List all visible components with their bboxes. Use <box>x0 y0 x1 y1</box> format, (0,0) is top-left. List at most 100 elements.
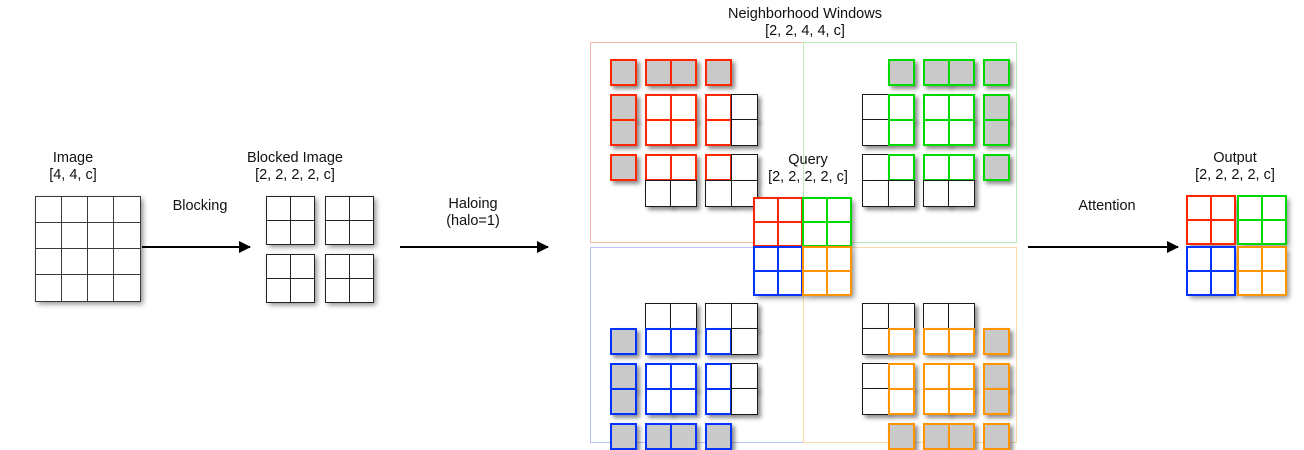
output-cell <box>1185 218 1213 246</box>
output-cell <box>1236 269 1264 297</box>
output-cell <box>1209 245 1237 273</box>
neighbor-cell <box>862 94 889 121</box>
query-cell <box>752 220 780 248</box>
query-cell <box>776 269 804 297</box>
image-cell <box>87 221 115 249</box>
window-cell <box>923 328 950 355</box>
image-cell <box>60 195 88 223</box>
block-cell <box>265 277 291 303</box>
blocked-image-label: Blocked Image [2, 2, 2, 2, c] <box>205 150 385 184</box>
blocked-image-title: Blocked Image <box>247 150 343 166</box>
window-cell <box>645 328 672 355</box>
block-cell <box>324 253 350 279</box>
output-block-green <box>1236 194 1288 246</box>
window-cell <box>948 119 975 146</box>
window-cell <box>670 388 697 415</box>
neighbor-cell <box>731 303 758 330</box>
query-cell <box>801 245 829 273</box>
neighbor-cell <box>948 180 975 207</box>
output-label: Output [2, 2, 2, 2, c] <box>1175 150 1295 184</box>
neighbor-cell <box>670 180 697 207</box>
neighbor-cell <box>888 180 915 207</box>
blocking-label-text: Blocking <box>172 198 228 214</box>
halo-cell <box>705 423 732 450</box>
output-cell <box>1185 269 1213 297</box>
output-cell <box>1209 218 1237 246</box>
image-title: Image <box>52 150 94 166</box>
halo-cell <box>983 423 1010 450</box>
halo-cell <box>983 59 1010 86</box>
output-cell <box>1260 245 1288 273</box>
image-label: Image [4, 4, c] <box>8 150 138 184</box>
neighbor-cell <box>645 180 672 207</box>
window-cell <box>670 94 697 121</box>
query-cell <box>776 220 804 248</box>
output-cell <box>1236 245 1264 273</box>
query-block-blue <box>752 245 804 297</box>
neighbor-cell <box>705 303 732 330</box>
output-cell <box>1209 194 1237 222</box>
window-cell <box>645 119 672 146</box>
attention-arrow <box>1028 241 1179 253</box>
window-cell <box>670 363 697 390</box>
neighbor-cell <box>670 303 697 330</box>
image-cell <box>34 274 62 302</box>
window-cell <box>923 388 950 415</box>
block-cell <box>324 277 350 303</box>
halo-cell <box>610 154 637 181</box>
neighbor-cell <box>862 303 889 330</box>
image-cell <box>34 195 62 223</box>
block-cell <box>348 277 374 303</box>
window-cell <box>705 328 732 355</box>
halo-cell <box>923 423 950 450</box>
query-cell <box>752 269 780 297</box>
window-cell <box>948 363 975 390</box>
output-cell <box>1236 218 1264 246</box>
neighbor-cell <box>888 303 915 330</box>
query-cell <box>825 269 853 297</box>
halo-cell <box>983 119 1010 146</box>
output-block-red <box>1185 194 1237 246</box>
window-cell <box>645 363 672 390</box>
block-cell <box>289 253 315 279</box>
neighbor-cell <box>731 154 758 181</box>
halo-cell <box>948 423 975 450</box>
image-cell <box>34 248 62 276</box>
neighbor-cell <box>731 388 758 415</box>
image-cell <box>87 248 115 276</box>
window-cell <box>923 119 950 146</box>
neighbor-cell <box>923 180 950 207</box>
query-title: Query <box>788 152 828 168</box>
halo-cell <box>645 423 672 450</box>
block-cell <box>265 253 291 279</box>
window-cell <box>670 154 697 181</box>
window-cell <box>948 94 975 121</box>
window-cell <box>923 94 950 121</box>
query-cell <box>776 196 804 224</box>
image-cell <box>113 248 141 276</box>
query-block-orange <box>801 245 853 297</box>
neighbor-cell <box>731 363 758 390</box>
block-cell <box>348 253 374 279</box>
halo-cell <box>610 328 637 355</box>
neighbor-cell <box>862 328 889 355</box>
halo-cell <box>610 363 637 390</box>
halo-cell <box>888 423 915 450</box>
attention-label-text: Attention <box>1078 198 1136 214</box>
neighbor-cell <box>862 388 889 415</box>
window-cell <box>888 119 915 146</box>
window-cell <box>948 388 975 415</box>
blocked-image-block <box>324 195 374 245</box>
output-block-blue <box>1185 245 1237 297</box>
window-cell <box>888 388 915 415</box>
halo-cell <box>983 154 1010 181</box>
query-cell <box>801 196 829 224</box>
blocking-arrow-label: Blocking <box>140 198 260 215</box>
halo-cell <box>670 59 697 86</box>
halo-cell <box>983 94 1010 121</box>
query-cell <box>801 220 829 248</box>
window-cell <box>705 94 732 121</box>
neighbor-cell <box>862 119 889 146</box>
window-cell <box>705 119 732 146</box>
image-shape: [4, 4, c] <box>49 167 97 183</box>
